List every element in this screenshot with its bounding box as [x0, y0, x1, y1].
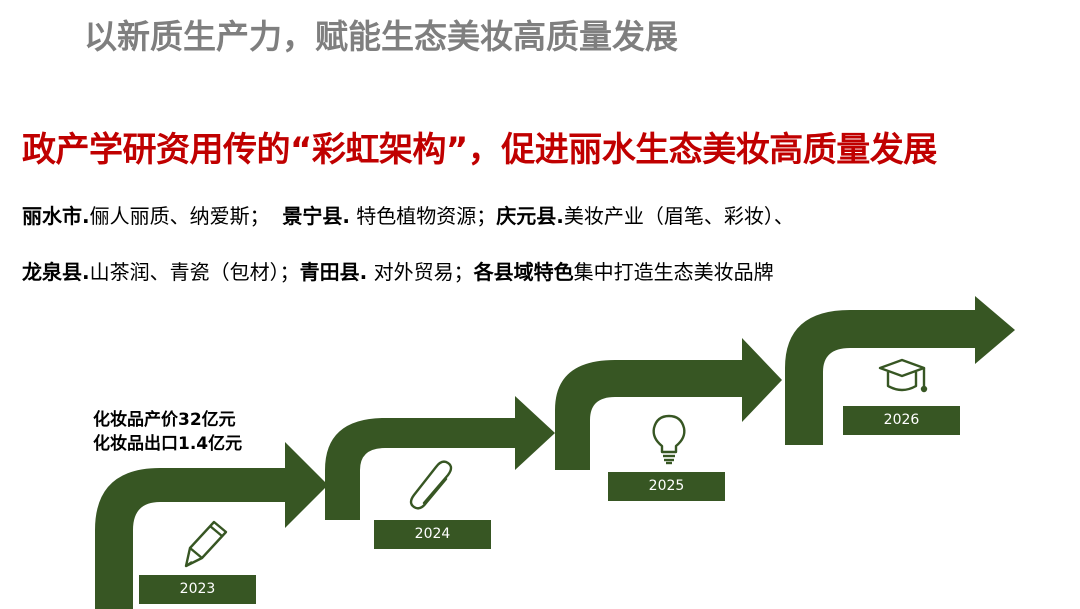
region-label: 丽水市. — [22, 204, 90, 228]
region-line-1: 丽水市.俪人丽质、纳爱斯； 景宁县. 特色植物资源；庆元县.美妆产业（眉笔、彩妆… — [22, 200, 794, 229]
pencil-icon — [184, 520, 228, 568]
page-subtitle: 政产学研资用传的“彩虹架构”，促进丽水生态美妆高质量发展 — [22, 130, 937, 170]
region-label: 景宁县. — [282, 204, 350, 228]
timeline-arrow-2024 — [325, 396, 555, 520]
year-label-2026: 2026 — [843, 406, 960, 435]
region-text: 美妆产业（眉笔、彩妆）、 — [563, 204, 794, 228]
region-label: 青田县. — [299, 260, 368, 284]
region-text: 特色植物资源； — [349, 204, 497, 228]
stat-output: 化妆品产价32亿元 — [93, 410, 236, 430]
region-label: 庆元县. — [496, 204, 564, 228]
timeline-arrow-2023 — [95, 442, 328, 609]
region-text: 集中打造生态美妆品牌 — [573, 260, 774, 284]
region-label: 龙泉县. — [22, 260, 90, 284]
region-text: 对外贸易； — [367, 260, 474, 284]
lightbulb-icon — [652, 414, 686, 465]
year-label-2024: 2024 — [374, 520, 491, 549]
timeline-arrow-2025 — [555, 338, 782, 470]
region-text: 山茶润、青瓷（包材）； — [89, 260, 300, 284]
paperclip-icon — [409, 460, 453, 510]
year-label-2025: 2025 — [608, 472, 725, 501]
region-line-2: 龙泉县.山茶润、青瓷（包材）；青田县. 对外贸易；各县域特色集中打造生态美妆品牌 — [22, 256, 774, 285]
year-label-2023: 2023 — [139, 575, 256, 604]
page-title: 以新质生产力，赋能生态美妆高质量发展 — [84, 17, 678, 56]
region-text: 俪人丽质、纳爱斯； — [89, 204, 270, 228]
timeline-arrow-2026 — [785, 296, 1015, 445]
graduation-cap-icon — [878, 358, 928, 393]
region-label: 各县域特色 — [473, 260, 574, 284]
stat-export: 化妆品出口1.4亿元 — [93, 434, 243, 454]
